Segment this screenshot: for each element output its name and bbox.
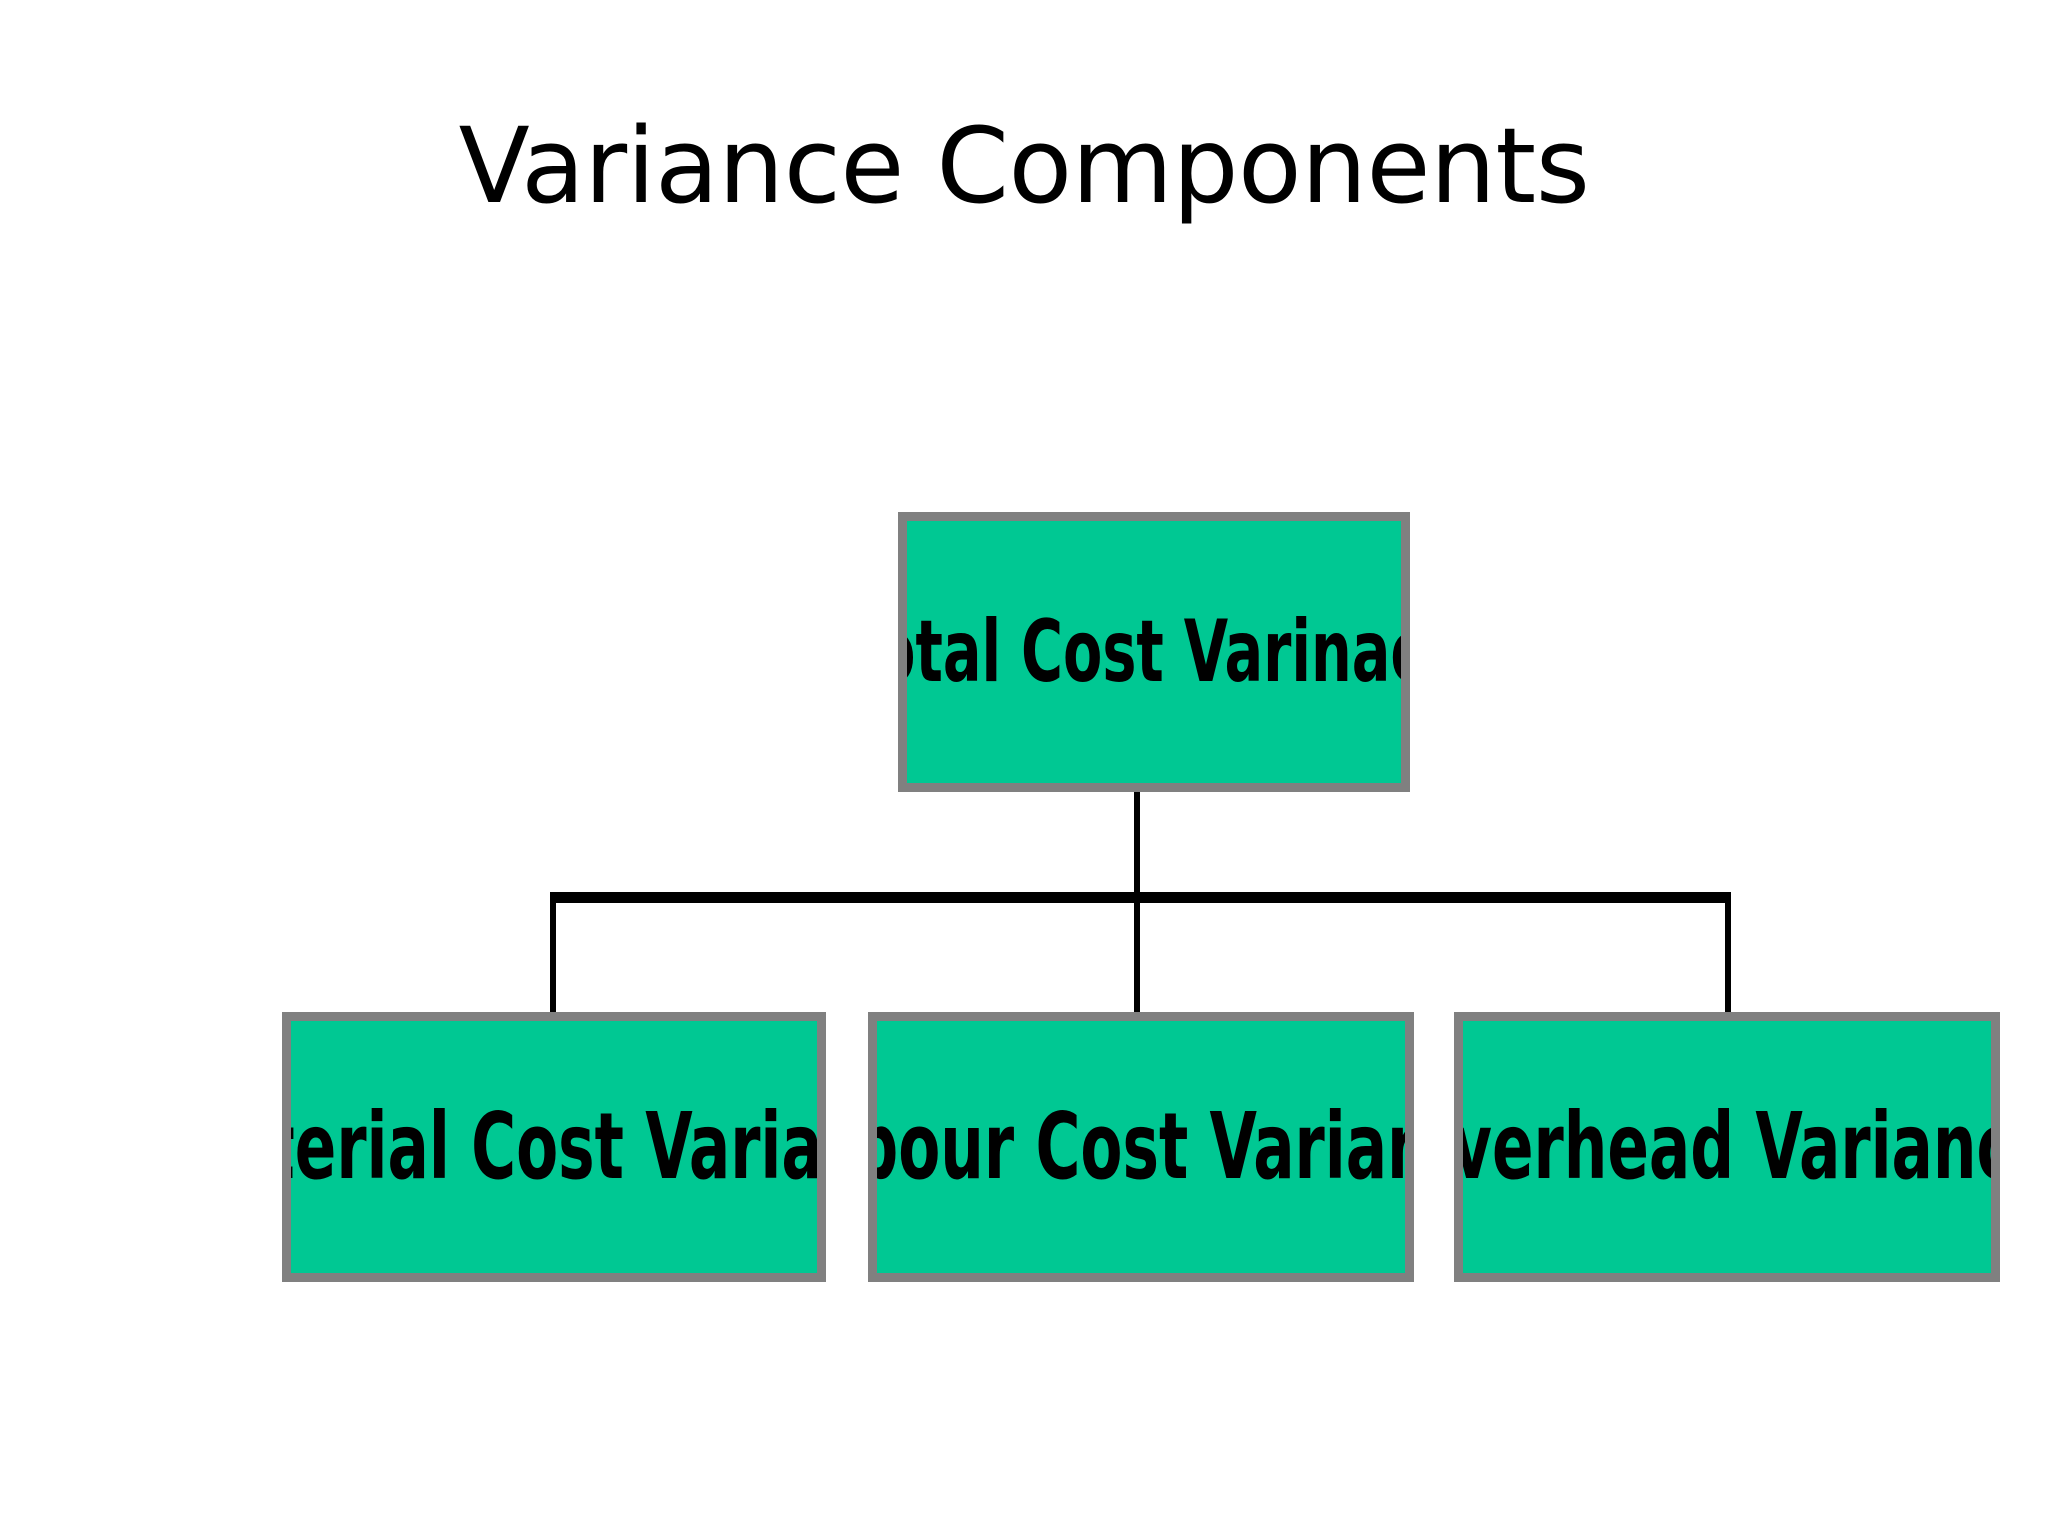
connector-horizontal-bus — [550, 892, 1731, 903]
connector-drop-material — [550, 892, 556, 1016]
node-label-overhead-variance: Overhead Variance — [1454, 1093, 1991, 1200]
node-material-cost-variance[interactable]: Material Cost Variance — [282, 1012, 826, 1282]
node-label-material-cost-variance: Material Cost Variance — [291, 1093, 824, 1200]
connector-root-stem — [1134, 788, 1140, 900]
node-total-cost-variance[interactable]: Total Cost Varinace — [898, 512, 1410, 792]
connector-drop-labour — [1134, 892, 1140, 1016]
node-label-total-cost-variance: Total Cost Varinace — [907, 602, 1401, 702]
node-label-labour-cost-variance: Labour Cost Variance — [877, 1093, 1405, 1200]
node-labour-cost-variance[interactable]: Labour Cost Variance — [868, 1012, 1414, 1282]
page-title: Variance Components — [458, 105, 1590, 227]
connector-drop-overhead — [1725, 892, 1731, 1016]
node-overhead-variance[interactable]: Overhead Variance — [1454, 1012, 2000, 1282]
